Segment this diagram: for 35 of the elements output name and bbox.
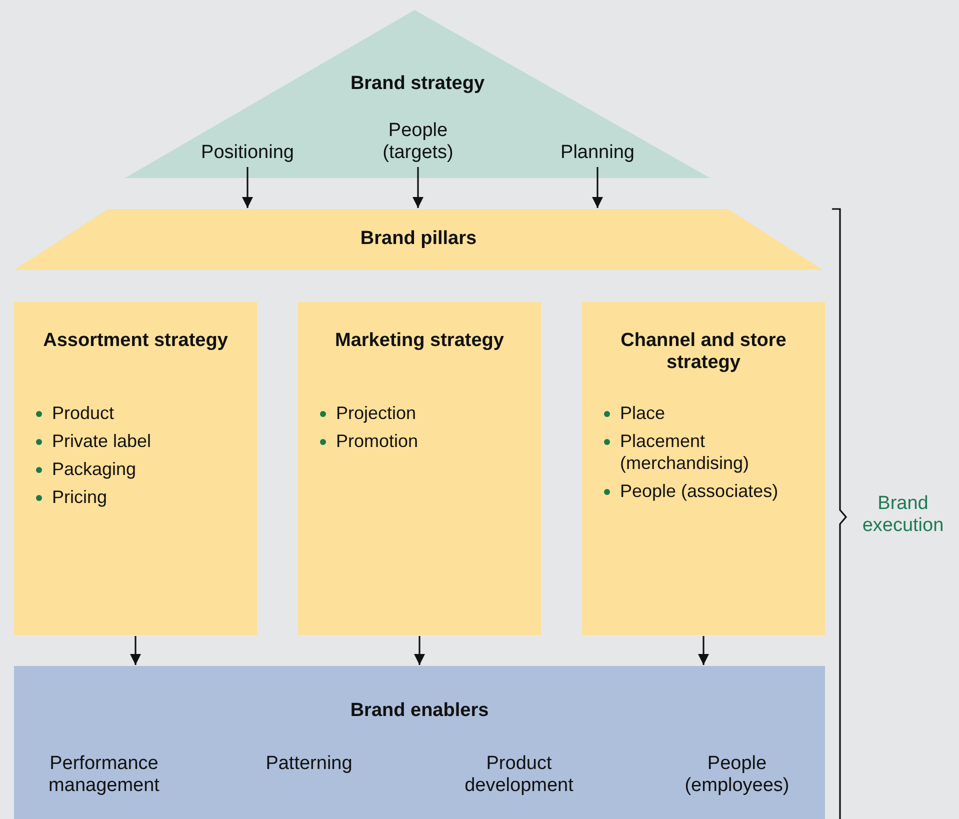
bullet-item: Place	[604, 402, 666, 424]
strategy-item: Planning	[560, 142, 636, 164]
enablers-band	[14, 666, 825, 819]
heading: Brand pillars	[359, 228, 478, 250]
heading: Marketing strategy	[334, 330, 505, 352]
arrow	[592, 167, 604, 208]
heading: Channel and store strategy	[620, 330, 788, 374]
arrow	[130, 636, 142, 665]
strategy-item: People (targets)	[382, 120, 454, 164]
strategy-box	[582, 302, 825, 635]
bullet-item: Private label	[36, 430, 152, 452]
arrow	[698, 636, 710, 665]
bullet-item: Promotion	[320, 430, 418, 452]
heading: Assortment strategy	[42, 330, 229, 352]
bullet-item: Projection	[320, 402, 416, 424]
strategy-triangle	[125, 10, 710, 178]
heading: Brand enablers	[349, 700, 490, 722]
bullet-item: Product	[36, 402, 114, 424]
strategy-box	[14, 302, 257, 635]
bullet-item: Pricing	[36, 486, 108, 508]
bullet-item: Placement (merchandising)	[604, 430, 815, 474]
enabler-label: Patterning	[264, 753, 354, 775]
pillars-trapezoid	[14, 209, 823, 270]
arrow	[412, 167, 424, 208]
enabler-label: People (employees)	[684, 753, 790, 797]
bullet-item: Packaging	[36, 458, 136, 480]
arrow	[242, 167, 254, 208]
enabler-label: Performance management	[48, 753, 160, 797]
strategy-item: Positioning	[200, 142, 295, 164]
bullet-item: People (associates)	[604, 480, 778, 502]
arrow	[414, 636, 426, 665]
heading: Brand strategy	[349, 73, 486, 95]
enabler-label: Product development	[464, 753, 574, 797]
bracket-label: Brand execution	[861, 493, 945, 537]
strategy-box	[298, 302, 541, 635]
